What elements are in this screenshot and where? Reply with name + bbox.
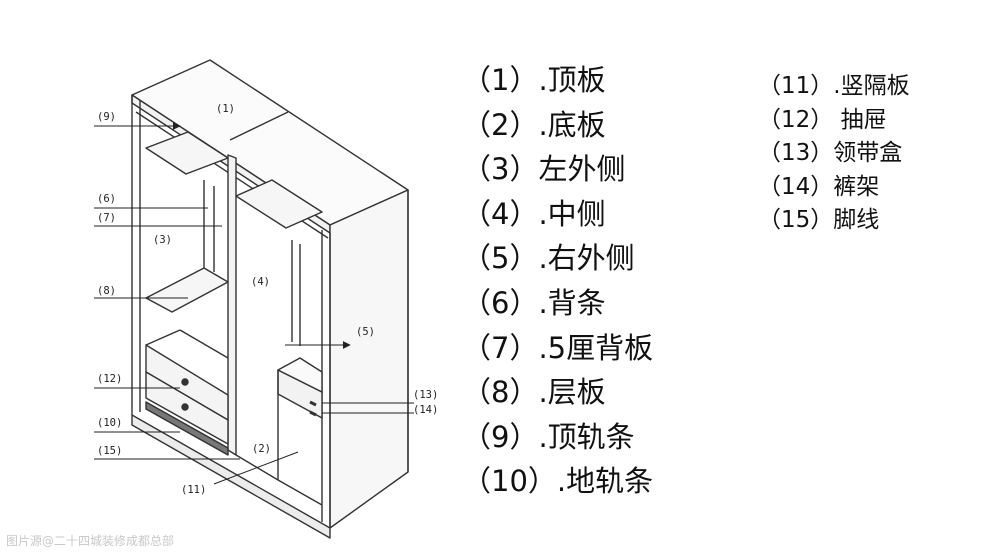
legend-item: （10）.地轨条 xyxy=(462,464,654,499)
legend-item: （2）.底板 xyxy=(462,107,606,142)
legend-left: （1）.顶板 （2）.底板 （3）左外侧 （4）.中侧 （5）.右外侧 （6）.… xyxy=(462,58,653,504)
wardrobe-cabinet xyxy=(131,59,409,539)
shelf xyxy=(145,267,229,313)
legend-item: （9）.顶轨条 xyxy=(462,419,635,454)
callout-6: (6) xyxy=(97,193,116,205)
legend-item: （5）.右外侧 xyxy=(462,241,635,276)
legend-item: （12） 抽屉 xyxy=(758,106,887,133)
callout-9: (9) xyxy=(97,111,116,123)
legend-item: （8）.层板 xyxy=(462,375,606,410)
legend-item: （13）领带盒 xyxy=(758,140,903,167)
legend-item: （1）.顶板 xyxy=(462,63,606,97)
legend-item: （11）.竖隔板 xyxy=(758,73,910,99)
leader-lines xyxy=(94,122,414,485)
legend-item: （4）.中侧 xyxy=(462,196,606,231)
callout-2: (2) xyxy=(252,443,271,455)
callout-14: (14) xyxy=(413,404,438,416)
callout-3: (3) xyxy=(153,234,172,246)
floor-rail xyxy=(145,401,229,456)
legend-item: （3）左外侧 xyxy=(462,152,626,187)
callout-1: (1) xyxy=(216,103,235,115)
callout-7: (7) xyxy=(97,212,116,224)
legend-right: （11）.竖隔板 （12） 抽屉 （13）领带盒 （14）裤架 （15）脚线 xyxy=(758,70,910,238)
callout-5: (5) xyxy=(356,326,375,338)
legend-item: （6）.背条 xyxy=(462,285,606,320)
callout-13: (13) xyxy=(413,389,438,401)
callout-11: (11) xyxy=(181,484,206,496)
right-outer-side xyxy=(329,189,409,529)
watermark: 图片源@二十四城装修成都总部 xyxy=(6,534,175,548)
legend-item: （7）.5厘背板 xyxy=(462,330,654,365)
bottom-panel xyxy=(131,414,331,539)
middle-divider xyxy=(227,154,237,456)
callout-15: (15) xyxy=(97,445,122,457)
diagram-labels: (1) (9) (6) (7) (3) (4) (8) (5) (12) (13… xyxy=(97,103,438,496)
callout-4: (4) xyxy=(251,276,270,288)
callout-12: (12) xyxy=(97,373,122,385)
callout-10: (10) xyxy=(97,417,122,429)
callout-8: (8) xyxy=(97,285,116,297)
legend-item: （14）裤架 xyxy=(758,173,880,200)
legend-item: （15）脚线 xyxy=(758,207,880,234)
